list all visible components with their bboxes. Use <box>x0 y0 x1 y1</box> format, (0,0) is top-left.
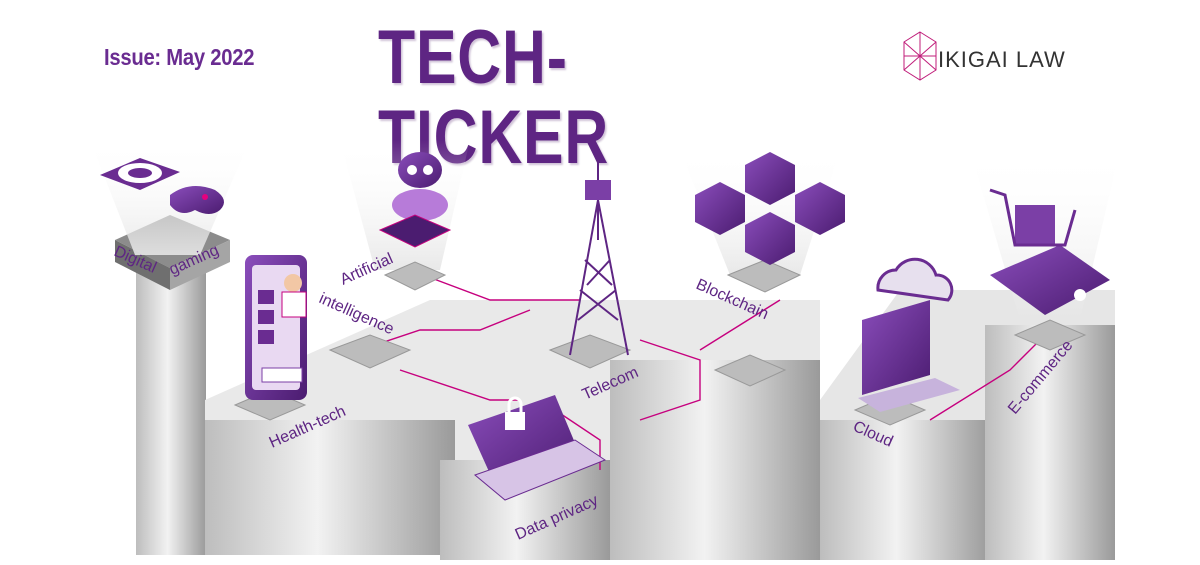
padlock-laptop-icon <box>468 395 607 501</box>
page-title: TECH-TICKER <box>378 15 610 180</box>
gaming-icon <box>100 158 224 214</box>
label-artificial: Artificial <box>338 250 396 288</box>
platform-pillars <box>115 215 1115 560</box>
issue-date: Issue: May 2022 <box>104 44 255 70</box>
health-phone-icon <box>245 255 307 400</box>
robot-icon <box>378 152 452 248</box>
telecom-tower-icon <box>569 150 629 356</box>
cloud-icon <box>858 257 960 412</box>
brand-name: IKIGAI LAW <box>938 47 1066 72</box>
shopping-cart-icon <box>989 188 1110 315</box>
label-intelligence: intelligence <box>316 290 396 338</box>
ikigai-logo-icon <box>903 31 937 81</box>
blockchain-icon <box>695 152 845 265</box>
